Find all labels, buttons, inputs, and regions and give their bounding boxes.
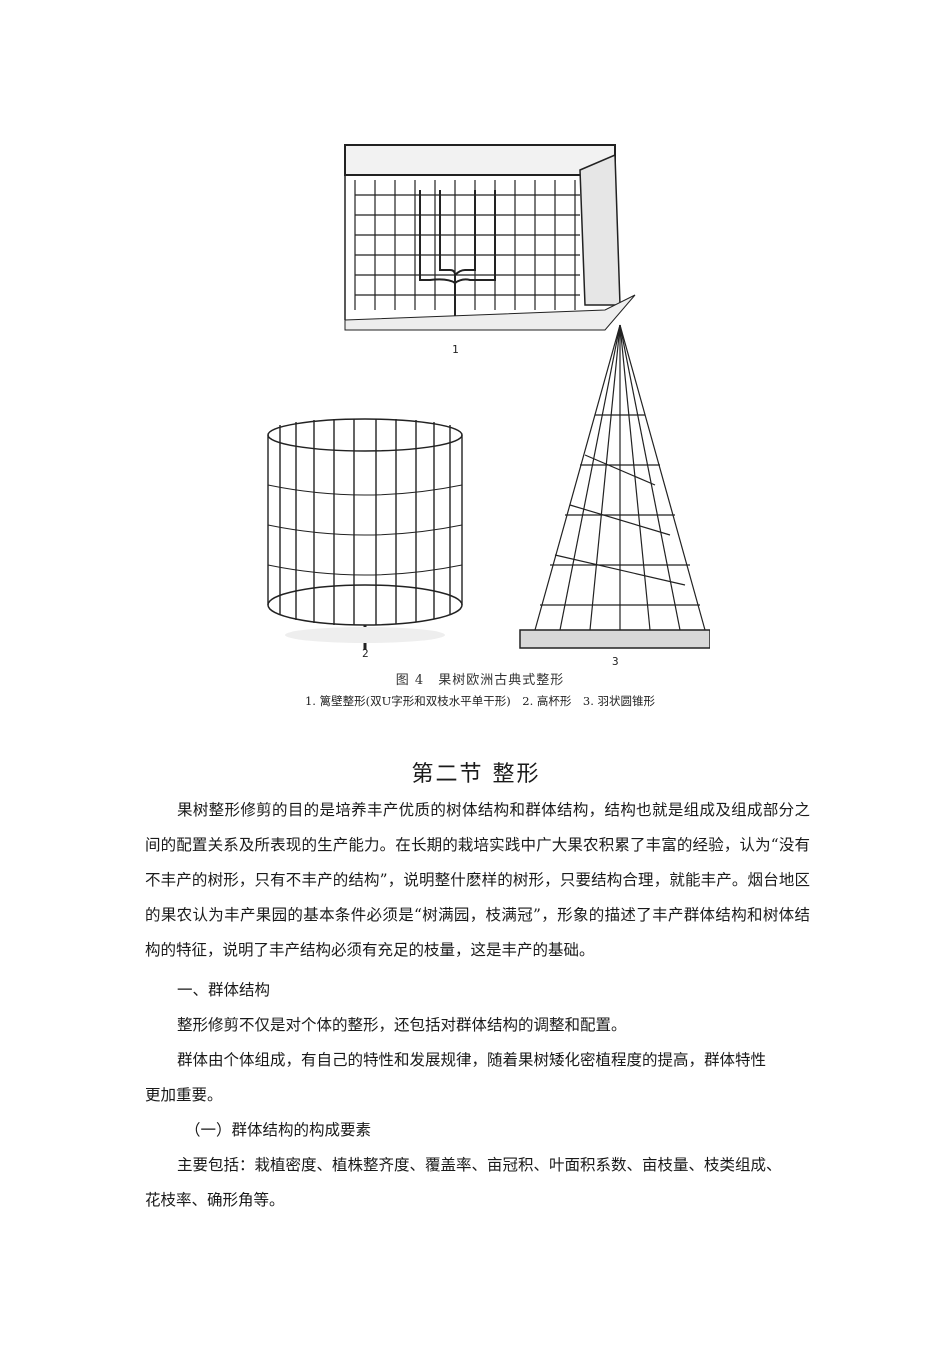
figure-caption-subtitle: 1. 篱壁整形(双U字形和双枝水平单干形) 2. 高杯形 3. 羽状圆锥形 <box>304 694 656 708</box>
panel-label-1: 1 <box>452 343 459 356</box>
paragraph-group-traits-line-1: 群体由个体组成，有自己的特性和发展规律，随着果树矮化密植程度的提高，群体特性 <box>177 1051 767 1069</box>
paragraph-group-traits-line-2: 更加重要。 <box>145 1086 223 1104</box>
feathered-cone-drawing <box>519 324 710 649</box>
paragraph-elements-line-2: 花枝率、确形角等。 <box>145 1191 285 1209</box>
panel-label-2: 2 <box>362 647 369 660</box>
panel-label-3: 3 <box>612 655 619 668</box>
goblet-form-drawing <box>267 418 463 650</box>
intro-paragraph: 果树整形修剪的目的是培养丰产优质的树体结构和群体结构，结构也就是组成及组成部分之… <box>145 801 810 959</box>
tree-training-illustration <box>267 144 710 650</box>
figure-european-training-forms: 1 2 3 图 4 果树欧洲古典式整形 1. 篱壁整形(双U字形和双枝水平单干形… <box>250 125 710 725</box>
figure-caption-title: 图 4 果树欧洲古典式整形 <box>395 673 565 688</box>
paragraph-elements-line-1: 主要包括：栽植密度、植株整齐度、覆盖率、亩冠积、叶面积系数、亩枝量、枝类组成、 <box>177 1156 782 1174</box>
espalier-wall-drawing <box>344 144 636 331</box>
section-title: 第二节 整形 <box>411 762 541 787</box>
subheading-structure-elements: （一）群体结构的构成要素 <box>185 1121 372 1139</box>
paragraph-individual-and-group: 整形修剪不仅是对个体的整形，还包括对群体结构的调整和配置。 <box>177 1016 627 1034</box>
heading-group-structure: 一、群体结构 <box>177 981 271 999</box>
